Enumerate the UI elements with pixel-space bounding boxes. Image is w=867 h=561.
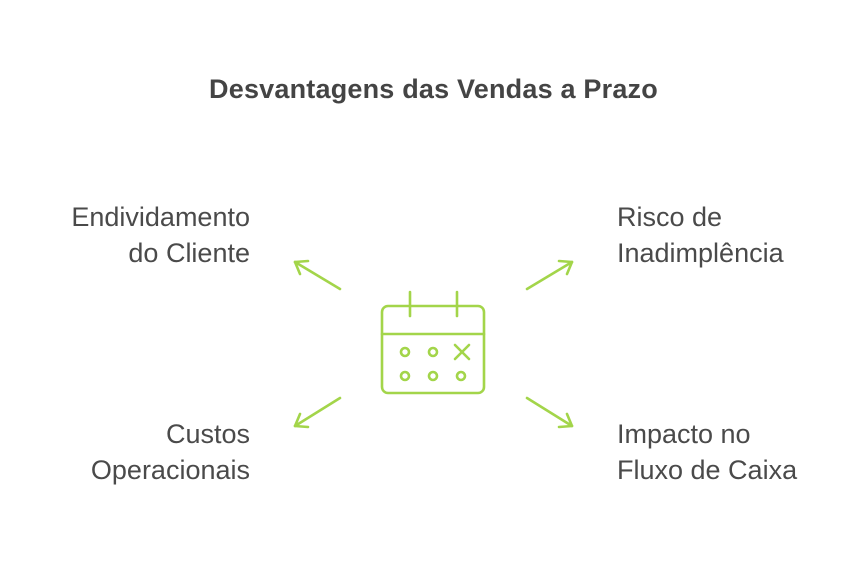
calendar-x-icon (380, 290, 486, 395)
arrow-top-left (293, 259, 342, 291)
arrow-bottom-left (293, 396, 342, 429)
diagram-title: Desvantagens das Vendas a Prazo (209, 74, 658, 104)
label-custos-operacionais: Custos Operacionais (91, 416, 250, 488)
label-endividamento-do-cliente: Endividamento do Cliente (71, 199, 250, 271)
label-impacto-no-fluxo-de-caixa: Impacto no Fluxo de Caixa (617, 416, 797, 488)
arrow-top-right (525, 259, 574, 291)
label-risco-de-inadimplencia: Risco de Inadimplência (617, 199, 784, 271)
label-line: do Cliente (128, 238, 250, 268)
label-line: Custos (165, 419, 250, 449)
label-line: Impacto no (617, 419, 751, 449)
arrow-bottom-right (525, 396, 574, 429)
label-line: Fluxo de Caixa (617, 455, 798, 485)
label-line: Inadimplência (617, 238, 784, 268)
label-line: Risco de (617, 202, 723, 232)
label-line: Endividamento (71, 202, 250, 232)
label-line: Operacionais (90, 455, 250, 485)
